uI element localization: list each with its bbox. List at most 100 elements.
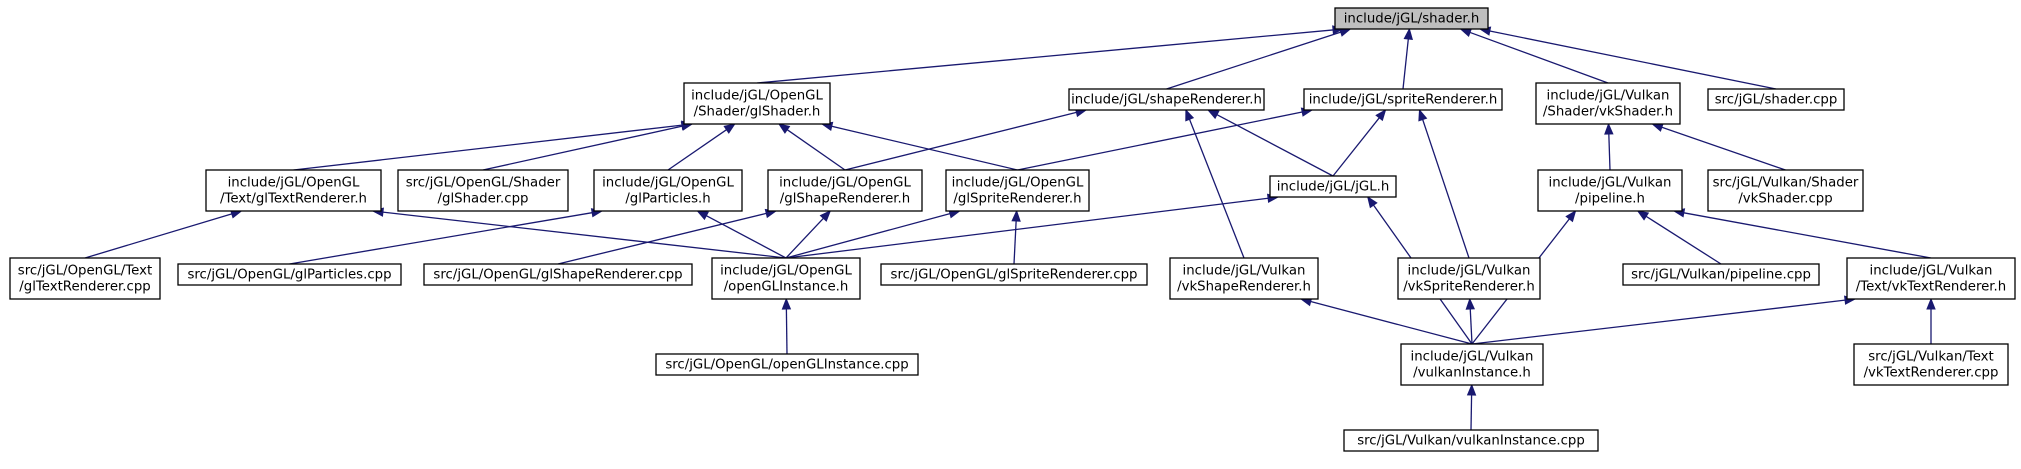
edge-line bbox=[1422, 119, 1470, 259]
node-label: src/jGL/OpenGL/glSpriteRenderer.cpp bbox=[891, 268, 1138, 283]
node-include-jgl-vulkan-vulkaninstance-h[interactable]: include/jGL/Vulkan/vulkanInstance.h bbox=[1400, 343, 1544, 386]
node-label: /vkShader.cpp bbox=[1738, 192, 1832, 207]
node-label: /openGLInstance.h bbox=[724, 280, 849, 295]
edge-n4-n13 bbox=[1651, 122, 1786, 171]
edge-n0-n5 bbox=[1478, 26, 1777, 90]
node-include-jgl-jgl-h[interactable]: include/jGL/jGL.h bbox=[1269, 175, 1397, 198]
edge-arrowhead bbox=[1366, 195, 1378, 209]
edge-n2-n11 bbox=[1206, 109, 1334, 177]
node-src-jgl-vulkan-shader-vkshader-cpp[interactable]: src/jGL/Vulkan/Shader/vkShader.cpp bbox=[1707, 169, 1864, 212]
edge-line bbox=[786, 129, 846, 171]
edge-line bbox=[557, 212, 767, 265]
edge-n1-n8 bbox=[667, 123, 736, 171]
node-src-jgl-vulkan-vulkaninstance-cpp[interactable]: src/jGL/Vulkan/vulkanInstance.cpp bbox=[1343, 429, 1599, 452]
edge-line bbox=[785, 217, 824, 259]
node-src-jgl-opengl-openglinstance-cpp[interactable]: src/jGL/OpenGL/openGLInstance.cpp bbox=[655, 353, 919, 376]
edge-n12-n21 bbox=[1636, 210, 1722, 265]
edge-arrowhead bbox=[1403, 27, 1413, 40]
edge-n2-n9 bbox=[844, 107, 1088, 171]
node-box bbox=[945, 169, 1090, 212]
node-label: src/jGL/Vulkan/pipeline.cpp bbox=[1631, 268, 1811, 283]
edge-n3-n20 bbox=[1418, 108, 1470, 259]
edge-n22-n24 bbox=[1471, 295, 1857, 345]
node-include-jgl-vulkan-text-vktextrenderer-h[interactable]: include/jGL/Vulkan/Text/vkTextRenderer.h bbox=[1846, 257, 2016, 300]
edge-line bbox=[1469, 308, 1473, 345]
node-label: /glParticles.h bbox=[625, 192, 710, 207]
node-box bbox=[397, 169, 569, 212]
node-label: include/jGL/OpenGL bbox=[720, 264, 852, 279]
edge-line bbox=[1683, 212, 1932, 259]
node-box bbox=[1397, 257, 1541, 300]
edge-n9-n17 bbox=[785, 210, 832, 259]
edge-n2-n19 bbox=[1185, 108, 1245, 259]
node-label: include/jGL/shapeRenderer.h bbox=[1071, 93, 1262, 108]
node-src-jgl-opengl-text-gltextrenderer-cpp[interactable]: src/jGL/OpenGL/Text/glTextRenderer.cpp bbox=[9, 257, 161, 300]
node-src-jgl-opengl-glshaperenderer-cpp[interactable]: src/jGL/OpenGL/glShapeRenderer.cpp bbox=[423, 263, 693, 286]
edge-line bbox=[382, 211, 787, 259]
node-include-jgl-vulkan-vkshaperenderer-h[interactable]: include/jGL/Vulkan/vkShapeRenderer.h bbox=[1169, 257, 1319, 300]
node-label: /vkTextRenderer.cpp bbox=[1864, 366, 1999, 381]
edge-arrowhead bbox=[1459, 28, 1473, 38]
node-include-jgl-shaperenderer-h[interactable]: include/jGL/shapeRenderer.h bbox=[1068, 88, 1265, 111]
node-include-jgl-opengl-openglinstance-h[interactable]: include/jGL/OpenGL/openGLInstance.h bbox=[711, 257, 861, 300]
node-src-jgl-opengl-shader-glshader-cpp[interactable]: src/jGL/OpenGL/Shader/glShader.cpp bbox=[397, 169, 569, 212]
node-include-jgl-opengl-glshaperenderer-h[interactable]: include/jGL/OpenGL/glShapeRenderer.h bbox=[767, 169, 923, 212]
edge-line bbox=[1013, 220, 1017, 265]
edge-n3-n11 bbox=[1332, 108, 1387, 177]
edge-line bbox=[667, 129, 727, 171]
edge-n12-n22 bbox=[1672, 208, 1932, 259]
edge-arrowhead bbox=[819, 210, 832, 222]
edge-line bbox=[1608, 133, 1611, 171]
node-include-jgl-spriterenderer-h[interactable]: include/jGL/spriteRenderer.h bbox=[1303, 88, 1503, 111]
node-box bbox=[593, 169, 743, 212]
node-box bbox=[9, 257, 161, 300]
node-label: /glTextRenderer.cpp bbox=[19, 280, 150, 295]
node-label: /vulkanInstance.h bbox=[1413, 366, 1531, 381]
node-label: /vkShapeRenderer.h bbox=[1177, 280, 1311, 295]
node-include-jgl-vulkan-vkspriterenderer-h[interactable]: include/jGL/Vulkan/vkSpriteRenderer.h bbox=[1397, 257, 1541, 300]
edge-n3-n10 bbox=[1017, 107, 1314, 171]
edge-n6-n17 bbox=[371, 207, 787, 259]
edge-arrowhead bbox=[1011, 209, 1021, 222]
node-label: /Shader/vkShader.h bbox=[1543, 105, 1673, 120]
edge-arrowhead bbox=[1565, 209, 1577, 223]
node-include-jgl-vulkan-pipeline-h[interactable]: include/jGL/Vulkan/pipeline.h bbox=[1537, 169, 1683, 212]
edge-n1-n7 bbox=[482, 121, 694, 171]
node-box bbox=[1400, 343, 1544, 386]
node-src-jgl-shader-cpp[interactable]: src/jGL/shader.cpp bbox=[1707, 88, 1845, 111]
node-box bbox=[423, 263, 693, 286]
node-src-jgl-vulkan-pipeline-cpp[interactable]: src/jGL/Vulkan/pipeline.cpp bbox=[1622, 263, 1820, 286]
edge-n20-n24 bbox=[1465, 297, 1476, 345]
edge-line bbox=[1017, 111, 1303, 171]
edge-n8-n17 bbox=[696, 210, 787, 259]
node-include-jgl-vulkan-shader-vkshader-h[interactable]: include/jGL/Vulkan/Shader/vkShader.h bbox=[1535, 82, 1681, 125]
edge-line bbox=[756, 29, 1334, 84]
edge-n1-n6 bbox=[293, 120, 694, 171]
edge-arrowhead bbox=[781, 297, 792, 310]
node-src-jgl-opengl-glspriterenderer-cpp[interactable]: src/jGL/OpenGL/glSpriteRenderer.cpp bbox=[880, 263, 1148, 286]
node-src-jgl-opengl-glparticles-cpp[interactable]: src/jGL/OpenGL/glParticles.cpp bbox=[177, 263, 402, 286]
node-include-jgl-opengl-glparticles-h[interactable]: include/jGL/OpenGL/glParticles.h bbox=[593, 169, 743, 212]
edge-line bbox=[293, 124, 683, 171]
node-box bbox=[1537, 169, 1683, 212]
node-label: include/jGL/OpenGL bbox=[228, 176, 360, 191]
node-include-jgl-shader-h[interactable]: include/jGL/shader.h bbox=[1334, 7, 1489, 30]
node-label: src/jGL/Vulkan/Shader bbox=[1713, 176, 1859, 191]
node-include-jgl-opengl-text-gltextrenderer-h[interactable]: include/jGL/OpenGL/Text/glTextRenderer.h bbox=[205, 169, 382, 212]
node-include-jgl-opengl-shader-glshader-h[interactable]: include/jGL/OpenGL/Shader/glShader.h bbox=[683, 82, 831, 125]
node-label: include/jGL/spriteRenderer.h bbox=[1309, 93, 1498, 108]
edge-arrowhead bbox=[777, 123, 791, 134]
edge-n6-n14 bbox=[84, 209, 243, 259]
edge-n9-n16 bbox=[557, 208, 778, 265]
node-label: /Shader/glShader.h bbox=[694, 105, 821, 120]
edge-arrowhead bbox=[1926, 297, 1936, 310]
node-box bbox=[1169, 257, 1319, 300]
edge-line bbox=[785, 197, 1269, 259]
edge-n22-n25 bbox=[1926, 297, 1936, 344]
edge-line bbox=[844, 111, 1077, 171]
node-include-jgl-opengl-glspriterenderer-h[interactable]: include/jGL/OpenGL/glSpriteRenderer.h bbox=[945, 169, 1090, 212]
node-label: src/jGL/shader.cpp bbox=[1715, 93, 1838, 108]
node-src-jgl-vulkan-text-vktextrenderer-cpp[interactable]: src/jGL/Vulkan/Text/vkTextRenderer.cpp bbox=[1853, 343, 2009, 386]
node-box bbox=[1303, 88, 1503, 111]
